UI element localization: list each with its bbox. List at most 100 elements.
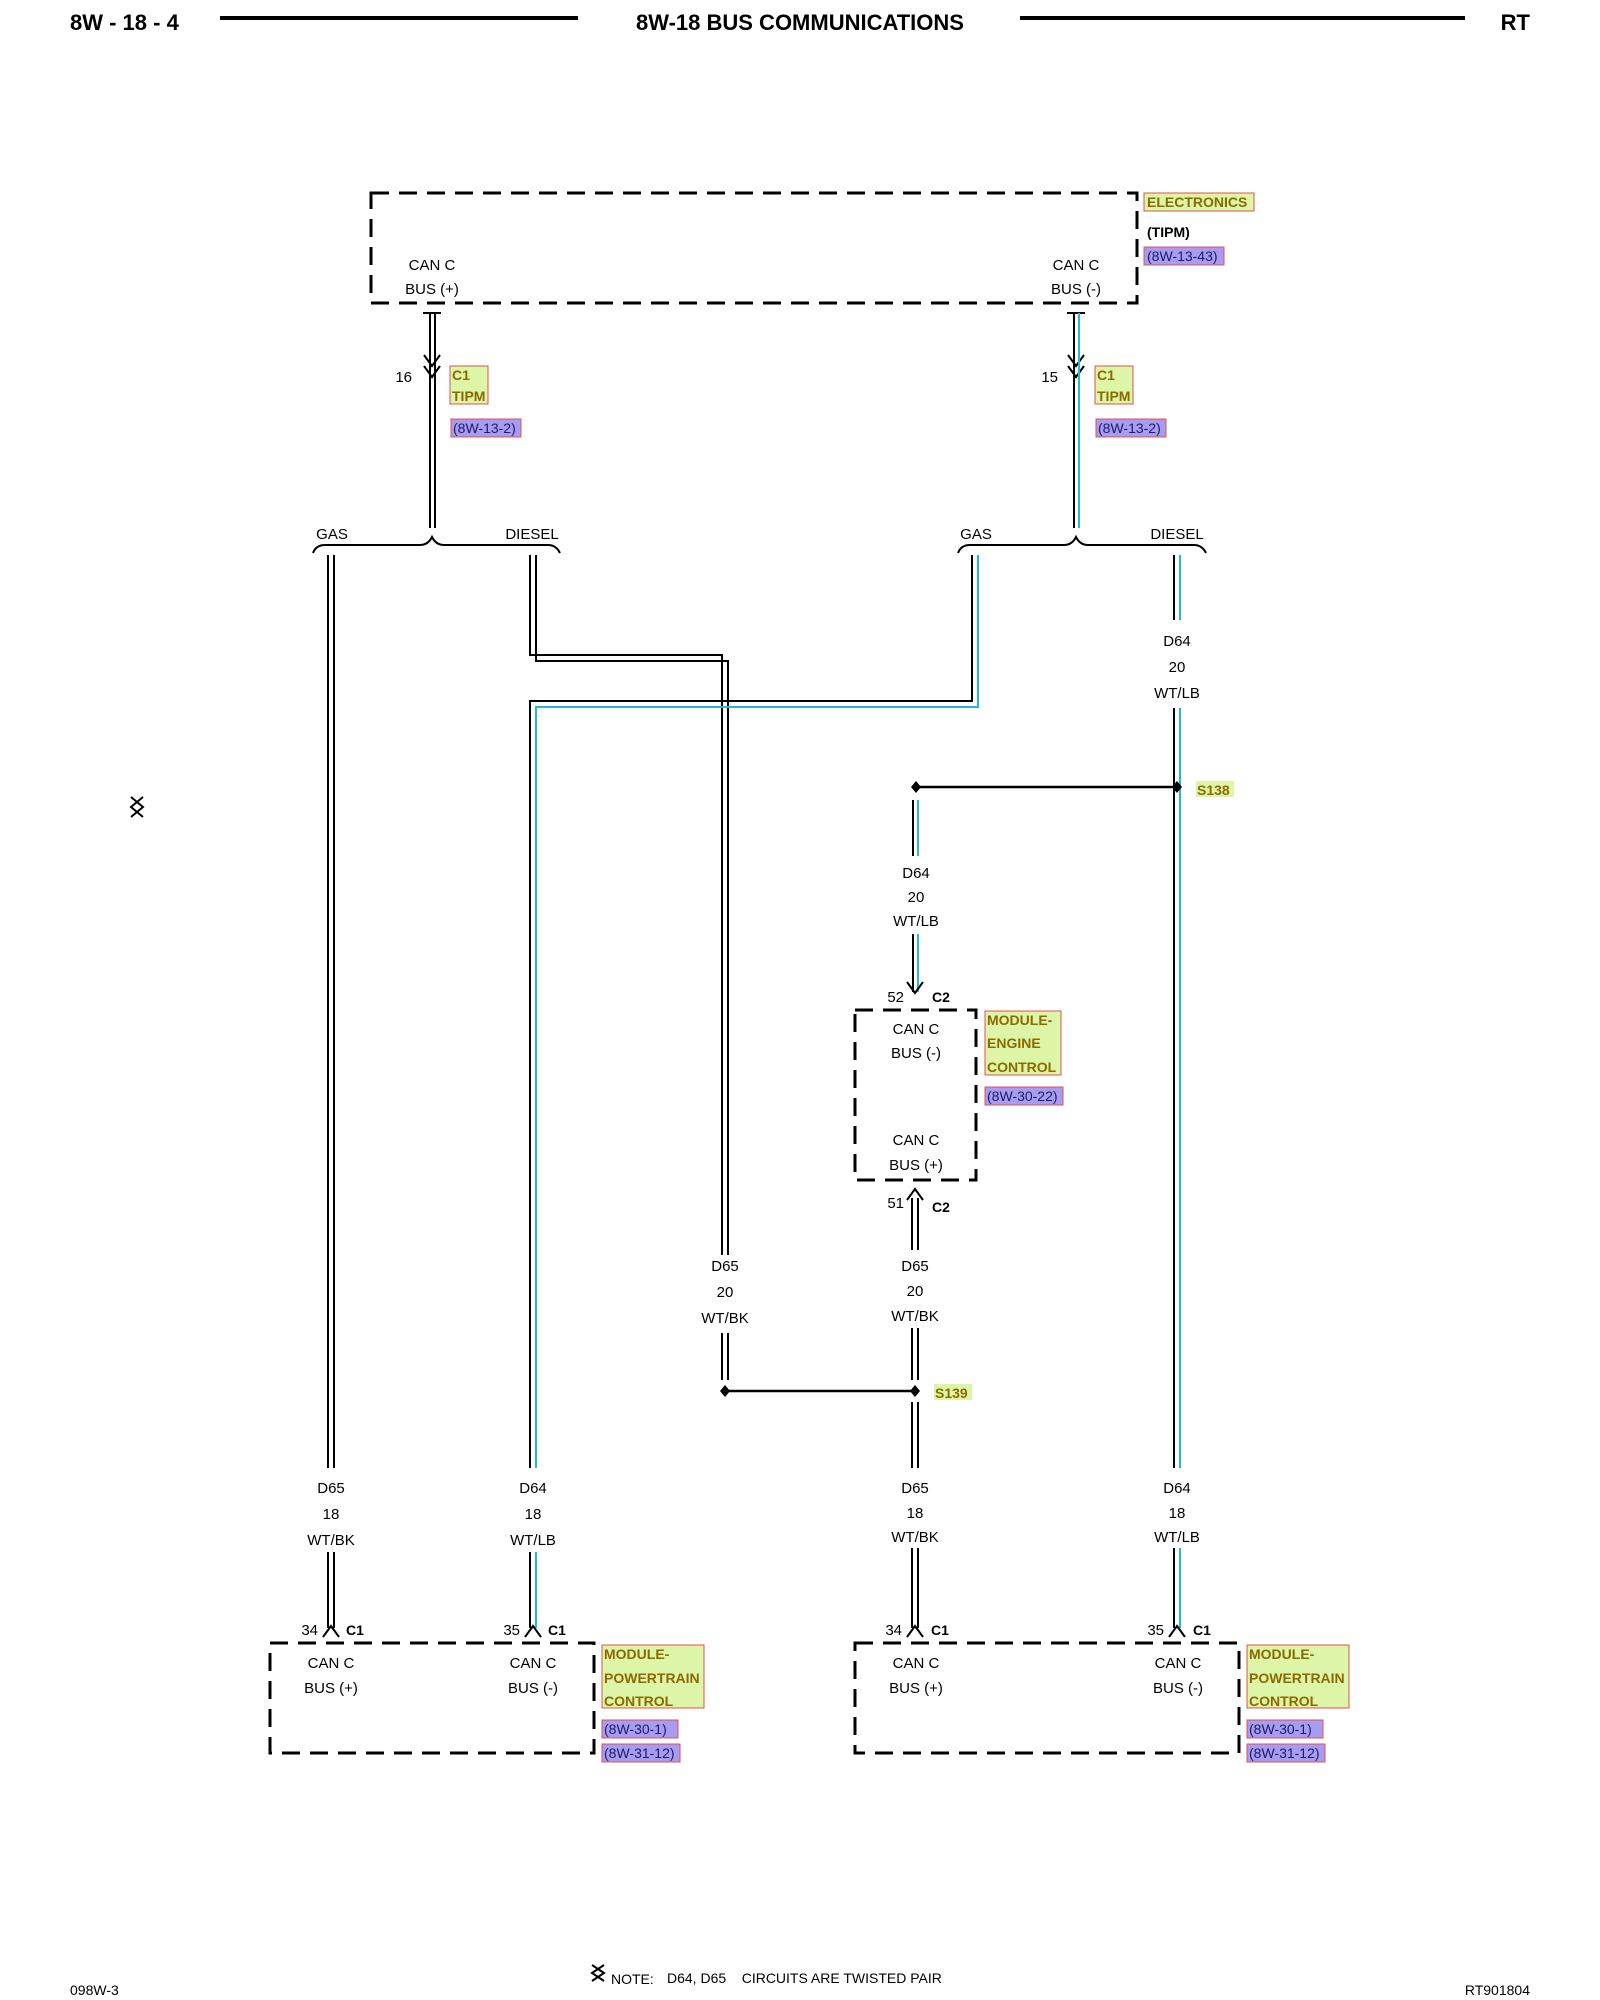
pcm-gas-pin-plus: 34 — [301, 1622, 318, 1639]
wire-code: D64 — [519, 1480, 547, 1497]
wire-d65-ecm — [911, 1198, 919, 1380]
pcm-diesel-ref2[interactable]: (8W-31-12) — [1249, 1745, 1320, 1761]
wire-gauge: 20 — [907, 1283, 924, 1300]
tipm-right-ref[interactable]: (8W-13-2) — [1098, 420, 1161, 436]
ecm-conn-top: C2 — [932, 989, 950, 1005]
wire-color: WT/LB — [1154, 1529, 1200, 1546]
wire-code: D65 — [901, 1480, 929, 1497]
wire-label-d64-pcm-diesel: D64 18 WT/LB — [1154, 1480, 1200, 1546]
tipm-name-tag — [1143, 192, 1255, 212]
pcm-gas-name-tag — [601, 1644, 705, 1709]
page-code: 8W - 18 - 4 — [70, 10, 180, 35]
pcm-gas-name-1: MODULE- — [604, 1646, 670, 1662]
pcm-diesel-bus-minus-2: BUS (-) — [1153, 1680, 1203, 1697]
wire-label-d65-pcm-diesel: D65 18 WT/BK — [891, 1480, 939, 1546]
ecm-bus-plus-1: CAN C — [893, 1132, 940, 1149]
wire-gauge: 20 — [908, 889, 925, 906]
wire-code: D65 — [711, 1258, 739, 1275]
footer-left-code: 098W-3 — [70, 1982, 119, 1998]
tipm-right-ref-tag[interactable] — [1095, 418, 1167, 438]
ecm-ref-tag[interactable] — [984, 1086, 1064, 1106]
tipm-left-ref-tag[interactable] — [450, 418, 522, 438]
wire-tails-pcm-gas — [327, 1552, 537, 1628]
footer-right-code: RT901804 — [1465, 1982, 1530, 1998]
pcm-gas-ref1-tag[interactable] — [601, 1719, 679, 1739]
pcm-diesel-name-1: MODULE- — [1249, 1646, 1315, 1662]
branch-left-gas: GAS — [316, 526, 348, 543]
splice-s138: S138 — [911, 781, 1234, 798]
page-footer: 098W-3 NOTE: D64, D65 CIRCUITS ARE TWIST… — [70, 1964, 1530, 1998]
pcm-gas-bus-minus-2: BUS (-) — [508, 1680, 558, 1697]
wire-gauge: 20 — [1169, 659, 1186, 676]
pcm-diesel-pin-plus: 34 — [885, 1622, 902, 1639]
wire-code: D65 — [901, 1258, 929, 1275]
tipm-connector-right: 15 C1 TIPM (8W-13-2) — [1041, 312, 1167, 438]
tipm-module: CAN C BUS (+) CAN C BUS (-) ELECTRONICS … — [369, 191, 1255, 305]
wire-label-d65-pcm-gas: D65 18 WT/BK — [307, 1480, 355, 1549]
ecm-ref[interactable]: (8W-30-22) — [987, 1088, 1058, 1104]
wire-d65-pcm-diesel — [911, 1402, 919, 1628]
splice-s139-label: S139 — [935, 1385, 968, 1401]
pcm-gas-ref2[interactable]: (8W-31-12) — [604, 1745, 675, 1761]
ecm-bus-minus-2: BUS (-) — [891, 1045, 941, 1062]
pcm-gas-conn-minus: C1 — [548, 1622, 566, 1638]
wire-tipm-left-drop — [429, 313, 436, 528]
pcm-gas-pin-minus: 35 — [503, 1622, 520, 1639]
branch-left-diesel: DIESEL — [505, 526, 558, 543]
pcm-diesel-module: 34 C1 35 C1 CAN C BUS (+) CAN C BUS (-) … — [853, 1622, 1350, 1763]
pcm-diesel-name-3: CONTROL — [1249, 1693, 1319, 1709]
tipm-right-pin-number: 15 — [1041, 369, 1058, 386]
ecm-bus-minus-1: CAN C — [893, 1021, 940, 1038]
pcm-diesel-pin-minus: 35 — [1147, 1622, 1164, 1639]
pcm-diesel-ref1[interactable]: (8W-30-1) — [1249, 1721, 1312, 1737]
tipm-pin-right-label-2: BUS (-) — [1051, 281, 1101, 298]
tipm-box — [369, 191, 1139, 305]
tipm-name-1: ELECTRONICS — [1147, 194, 1247, 210]
pcm-gas-conn-plus: C1 — [346, 1622, 364, 1638]
tipm-left-conn-name: TIPM — [452, 388, 485, 404]
branch-left: GAS DIESEL — [312, 526, 561, 554]
footer-note-text: D64, D65 CIRCUITS ARE TWISTED PAIR — [667, 1970, 942, 1986]
ecm-box — [853, 1008, 978, 1182]
wire-color: WT/BK — [891, 1308, 939, 1325]
tipm-left-conn: C1 — [452, 367, 470, 383]
wire-code: D64 — [1163, 633, 1191, 650]
pcm-diesel-ref1-tag[interactable] — [1246, 1719, 1324, 1739]
wire-d65-pcm-gas — [327, 555, 335, 1468]
wire-tails-pcm-diesel-minus — [1173, 1548, 1181, 1628]
page-title: 8W-18 BUS COMMUNICATIONS — [636, 10, 964, 35]
wire-code: D64 — [902, 865, 930, 882]
wire-d65-diesel-route — [529, 555, 729, 1380]
wire-label-d64-diesel-upper: D64 20 WT/LB — [1154, 633, 1200, 702]
tipm-ref-tag[interactable] — [1143, 246, 1225, 266]
tipm-left-ref[interactable]: (8W-13-2) — [453, 420, 516, 436]
pcm-diesel-ref2-tag[interactable] — [1246, 1743, 1326, 1763]
ecm-pin-bottom: 51 — [887, 1195, 904, 1212]
tipm-ref[interactable]: (8W-13-43) — [1147, 248, 1218, 264]
pcm-diesel-bus-plus-1: CAN C — [893, 1655, 940, 1672]
wire-d64-diesel-upper — [1173, 555, 1181, 1468]
pcm-diesel-name-2: POWERTRAIN — [1249, 1670, 1345, 1686]
tipm-name-2: (TIPM) — [1147, 224, 1190, 240]
pcm-gas-ref1[interactable]: (8W-30-1) — [604, 1721, 667, 1737]
branch-right-gas: GAS — [960, 526, 992, 543]
ecm-name-tag — [984, 1010, 1062, 1076]
pcm-gas-bus-plus-2: BUS (+) — [304, 1680, 358, 1697]
pcm-gas-ref2-tag[interactable] — [601, 1743, 681, 1763]
tipm-left-pin-number: 16 — [395, 369, 412, 386]
wire-gauge: 18 — [1169, 1505, 1186, 1522]
wire-label-d65-left-mid: D65 20 WT/BK — [701, 1258, 749, 1327]
ecm-name-3: CONTROL — [987, 1059, 1057, 1075]
ecm-conn-bottom: C2 — [932, 1199, 950, 1215]
wire-gauge: 18 — [525, 1506, 542, 1523]
pcm-diesel-bus-plus-2: BUS (+) — [889, 1680, 943, 1697]
ecm-bus-plus-2: BUS (+) — [889, 1157, 943, 1174]
pcm-diesel-name-tag — [1246, 1644, 1350, 1709]
wire-gauge: 20 — [717, 1284, 734, 1301]
tipm-connector-left: 16 C1 TIPM (8W-13-2) — [395, 312, 522, 438]
wire-color: WT/BK — [701, 1310, 749, 1327]
wire-label-d65-ecm-lower: D65 20 WT/BK — [891, 1258, 939, 1325]
wire-d64-gas-route — [529, 555, 979, 1468]
wire-color: WT/LB — [893, 913, 939, 930]
